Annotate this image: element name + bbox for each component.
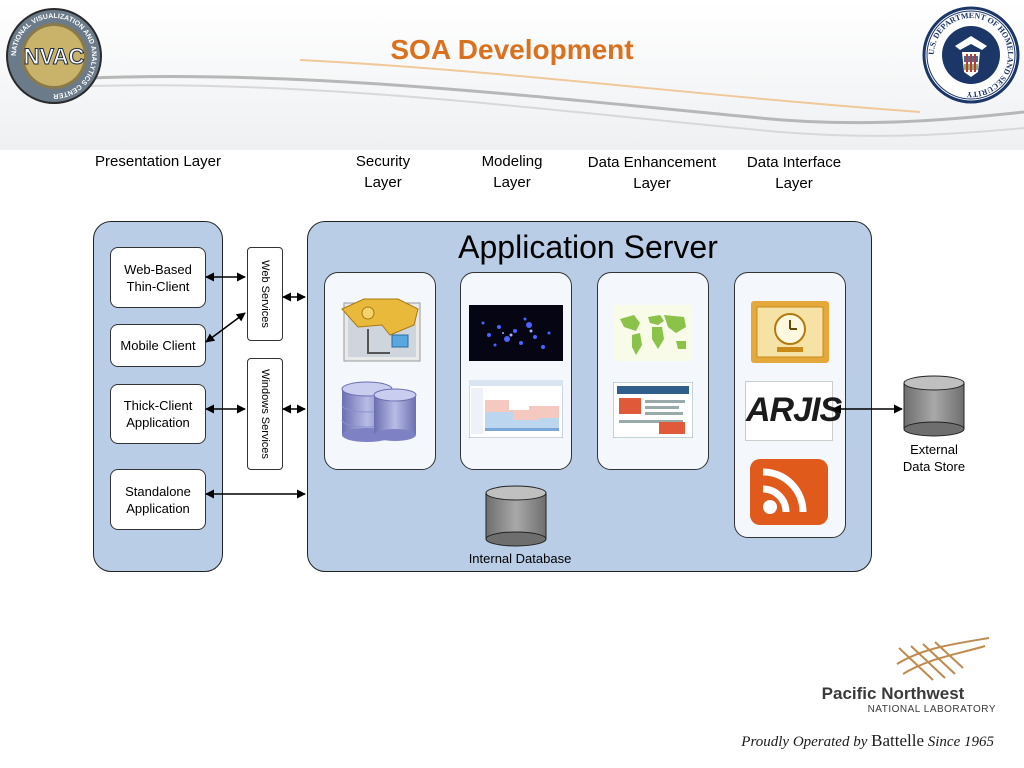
mobile-client-box[interactable]: Mobile Client: [110, 324, 206, 367]
enhancement-layer-label: Data Enhancement Layer: [572, 152, 732, 194]
workflow-icon: [341, 298, 421, 362]
standalone-line1: Standalone: [125, 483, 191, 499]
windows-services-label: Windows Services: [259, 369, 271, 459]
timeline-chart-icon: [469, 380, 563, 438]
external-data-store-label: External Data Store: [884, 441, 984, 475]
modeling-layer-label: Modeling Layer: [462, 151, 562, 193]
pnnl-subtitle: NATIONAL LABORATORY: [867, 704, 996, 715]
dhs-seal: U.S. DEPARTMENT OF HOMELAND SECURITY: [922, 6, 1020, 104]
presentation-layer-label: Presentation Layer: [95, 153, 221, 170]
footer-brand: Battelle: [871, 731, 925, 750]
application-server-title: Application Server: [458, 229, 718, 265]
page-title: SOA Development: [390, 34, 634, 65]
enhancement-layer-line1: Data Enhancement: [587, 154, 717, 171]
thick-client-line2: Application: [126, 415, 190, 430]
security-layer-line1: Security: [355, 153, 411, 170]
security-layer-label: Security Layer: [333, 151, 433, 193]
nvac-logo-text: NVAC: [24, 44, 85, 69]
pnnl-mark-icon: [896, 637, 990, 681]
modeling-layer-line1: Modeling: [481, 153, 543, 170]
footer-suffix: Since 1965: [927, 734, 994, 750]
scatter-visualization-icon: [469, 305, 563, 361]
calendar-clock-icon: [751, 301, 829, 363]
interface-layer-line2: Layer: [775, 175, 813, 192]
nvac-logo: NATIONAL VISUALIZATION AND ANALYTICS CEN…: [6, 8, 102, 104]
web-client-line2: Thin-Client: [126, 278, 190, 294]
header-swoosh: [0, 0, 1024, 150]
external-data-store-icon: [903, 375, 965, 437]
arjis-logo: ARJIS: [745, 381, 842, 441]
security-layer-line2: Layer: [364, 174, 402, 191]
internal-database-label: Internal Database: [468, 551, 572, 566]
mobile-client-label: Mobile Client: [120, 338, 196, 353]
web-services-label: Web Services: [259, 260, 271, 328]
windows-services-box[interactable]: Windows Services: [247, 358, 283, 470]
web-services-box[interactable]: Web Services: [247, 247, 283, 341]
enhancement-layer-column: [597, 272, 709, 470]
thick-client-line1: Thick-Client: [123, 398, 193, 413]
database-stack-icon: [341, 381, 417, 442]
external-store-line2: Data Store: [902, 459, 966, 474]
interface-layer-label: Data Interface Layer: [730, 152, 858, 194]
standalone-line2: Application: [126, 500, 190, 516]
footer-prefix: Proudly Operated by: [741, 734, 868, 750]
footer-operated-by: Proudly Operated by Battelle Since 1965: [700, 731, 994, 751]
interface-layer-line1: Data Interface: [746, 154, 842, 171]
modeling-layer-line2: Layer: [493, 174, 531, 191]
modeling-layer-column: [460, 272, 572, 470]
rss-feed-icon: [750, 459, 828, 525]
internal-database-icon: [485, 485, 547, 547]
pnnl-name: Pacific Northwest: [821, 684, 965, 703]
external-store-line1: External: [910, 442, 958, 457]
world-map-icon: [614, 305, 692, 361]
arjis-logo-text: ARJIS: [746, 391, 842, 429]
form-document-icon: [613, 382, 693, 438]
web-client-line1: Web-Based: [124, 261, 192, 277]
enhancement-layer-line2: Layer: [633, 175, 671, 192]
